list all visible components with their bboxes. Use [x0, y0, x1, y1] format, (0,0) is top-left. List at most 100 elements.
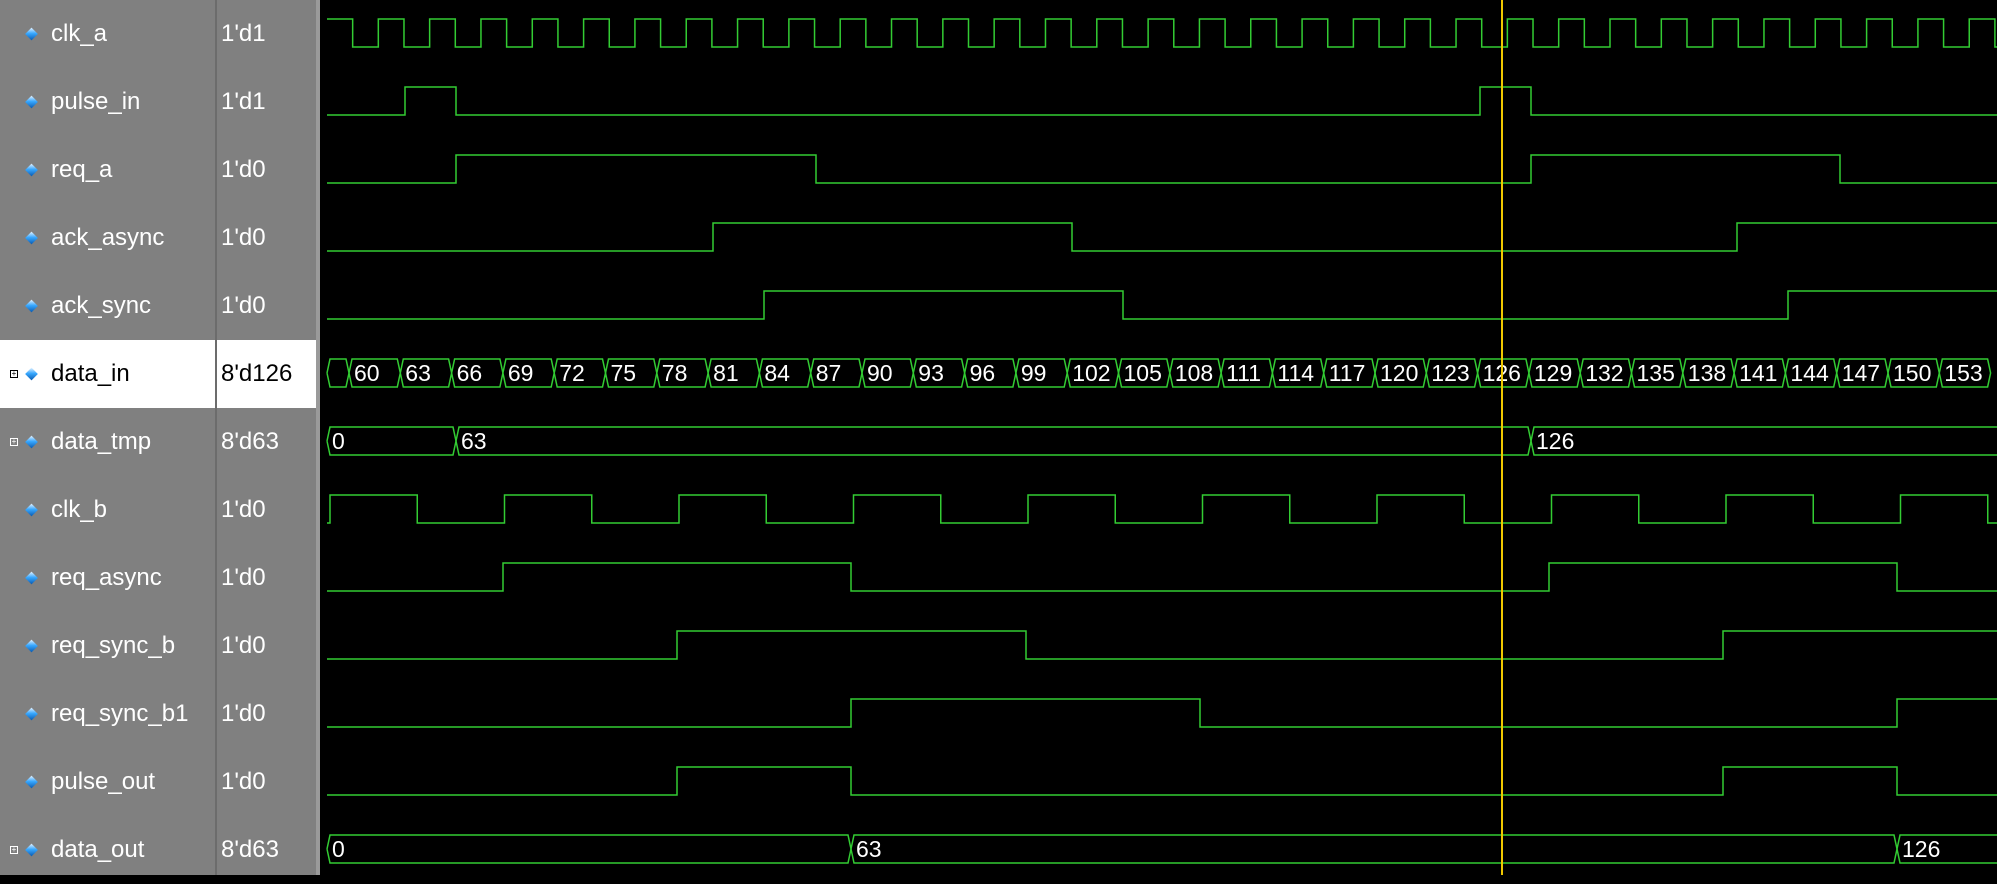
signal-name: ack_async	[51, 224, 165, 251]
signal-name: clk_a	[51, 20, 108, 47]
data-tmp-bus-segment	[1530, 426, 1997, 456]
data-in-bus-value-label: 141	[1739, 360, 1777, 386]
data-in-bus-segment	[326, 358, 350, 388]
signal-diamond-icon	[25, 707, 38, 721]
signal-value: 1'd0	[221, 224, 266, 251]
data-in-bus-value-label: 105	[1124, 360, 1162, 386]
signal-value-row: 1'd1	[217, 68, 318, 136]
signal-diamond-icon	[25, 435, 38, 449]
data-in-bus-value-label: 108	[1175, 360, 1213, 386]
data-tmp-bus-segment	[326, 426, 457, 456]
data-in-bus-segment	[348, 358, 402, 388]
data-in-bus-value-label: 75	[611, 360, 637, 386]
data-in-bus-value-label: 99	[1021, 360, 1047, 386]
data-in-bus-value-label: 135	[1637, 360, 1675, 386]
data-in-bus-value-label: 147	[1842, 360, 1880, 386]
signal-name: data_tmp	[51, 428, 152, 455]
data-out-bus-value-label: 0	[332, 836, 345, 862]
signal-value: 1'd1	[221, 88, 266, 115]
data-in-bus-value-label: 153	[1944, 360, 1982, 386]
data-in-bus-value-label: 78	[662, 360, 688, 386]
data-out-bus-segment	[850, 834, 1898, 864]
signal-value-row: 1'd0	[217, 748, 318, 816]
signal-value-row: 1'd0	[217, 272, 318, 340]
signal-row-req-a[interactable]: req_a	[0, 136, 215, 204]
data-in-bus-value-label: 90	[867, 360, 893, 386]
req-sync-b1-wave	[327, 698, 1997, 728]
signal-row-req-sync-b[interactable]: req_sync_b	[0, 612, 215, 680]
req-a-wave	[327, 154, 1997, 184]
data-in-bus-value-label: 66	[457, 360, 483, 386]
signal-row-data-in[interactable]: data_in	[0, 340, 215, 408]
ack-async-wave	[327, 222, 1997, 252]
data-tmp-bus-value-label: 63	[461, 428, 487, 454]
data-in-bus-value-label: 132	[1585, 360, 1623, 386]
signal-value-row: 8'd63	[217, 408, 318, 476]
signal-row-ack-sync[interactable]: ack_sync	[0, 272, 215, 340]
data-in-bus-segment	[1015, 358, 1068, 388]
data-in-bus-value-label: 63	[405, 360, 431, 386]
ack-sync-wave	[327, 290, 1997, 320]
data-in-bus-value-label: 87	[816, 360, 842, 386]
expand-icon[interactable]	[10, 438, 18, 446]
signal-value: 8'd63	[221, 836, 279, 863]
data-in-bus-value-label: 144	[1790, 360, 1829, 386]
signal-value-row: 1'd0	[217, 136, 318, 204]
signal-diamond-icon	[25, 95, 38, 109]
data-in-bus-value-label: 81	[713, 360, 739, 386]
signal-value: 1'd0	[221, 632, 266, 659]
expand-icon[interactable]	[10, 846, 18, 854]
signal-name: pulse_out	[51, 768, 156, 795]
signal-row-clk-b[interactable]: clk_b	[0, 476, 215, 544]
signal-value-row: 1'd0	[217, 612, 318, 680]
signal-diamond-icon	[25, 639, 38, 653]
expand-icon[interactable]	[10, 370, 18, 378]
signal-value-row: 1'd0	[217, 476, 318, 544]
signal-name: req_sync_b1	[51, 700, 189, 727]
signal-name: data_out	[51, 836, 145, 863]
signal-row-ack-async[interactable]: ack_async	[0, 204, 215, 272]
signal-diamond-icon	[25, 231, 38, 245]
pulse-in-wave	[327, 86, 1997, 116]
signal-row-data-out[interactable]: data_out	[0, 816, 215, 884]
signal-value: 8'd126	[221, 360, 293, 387]
signal-row-pulse-in[interactable]: pulse_in	[0, 68, 215, 136]
data-in-bus-value-label: 123	[1431, 360, 1469, 386]
signal-diamond-icon	[25, 367, 38, 381]
signal-name: data_in	[51, 360, 130, 387]
signal-value: 1'd0	[221, 156, 266, 183]
signal-row-pulse-out[interactable]: pulse_out	[0, 748, 215, 816]
signal-value: 1'd0	[221, 768, 266, 795]
data-out-bus-segment	[326, 834, 852, 864]
signal-diamond-icon	[25, 163, 38, 177]
data-in-bus-value-label: 138	[1688, 360, 1726, 386]
signal-value: 1'd0	[221, 292, 266, 319]
signal-value-row: 8'd126	[217, 340, 318, 408]
data-in-bus-value-label: 111	[1226, 360, 1261, 386]
signal-row-clk-a[interactable]: clk_a	[0, 0, 215, 68]
signal-row-req-async[interactable]: req_async	[0, 544, 215, 612]
signal-diamond-icon	[25, 27, 38, 41]
data-in-bus-value-label: 102	[1072, 360, 1110, 386]
signal-row-data-tmp[interactable]: data_tmp	[0, 408, 215, 476]
data-in-bus-segment	[1938, 358, 1992, 388]
data-in-bus-value-label: 72	[559, 360, 585, 386]
signal-value: 8'd63	[221, 428, 279, 455]
data-in-bus-value-label: 69	[508, 360, 534, 386]
signal-diamond-icon	[25, 503, 38, 517]
signal-value-row: 1'd0	[217, 204, 318, 272]
signal-diamond-icon	[25, 775, 38, 789]
signal-diamond-icon	[25, 299, 38, 313]
signal-row-req-sync-b1[interactable]: req_sync_b1	[0, 680, 215, 748]
data-in-bus-value-label: 114	[1277, 360, 1314, 386]
data-out-bus-value-label: 63	[856, 836, 882, 862]
data-tmp-bus-value-label: 0	[332, 428, 345, 454]
data-out-bus-value-label: 126	[1902, 836, 1940, 862]
signal-diamond-icon	[25, 843, 38, 857]
data-in-bus-value-label: 129	[1534, 360, 1572, 386]
signal-name: ack_sync	[51, 292, 152, 319]
panel-splitter[interactable]	[316, 0, 320, 875]
signal-value-row: 1'd0	[217, 680, 318, 748]
